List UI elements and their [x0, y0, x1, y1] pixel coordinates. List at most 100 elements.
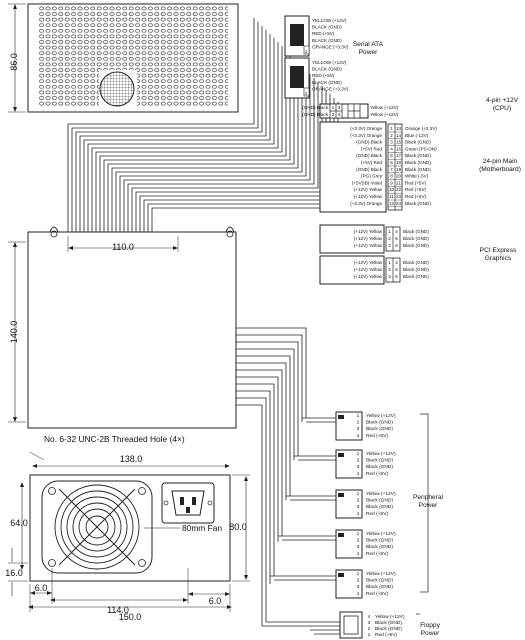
peripheral-pin-number: 1 [357, 571, 360, 577]
peripheral-pin-number: 4 [357, 591, 360, 597]
side-height-label: 140.0 [9, 321, 19, 344]
screw-span-label: 114.0 [107, 605, 129, 615]
peripheral-pin-number: 2 [357, 538, 360, 544]
floppy-group-label-line: Power [421, 630, 440, 637]
peripheral-group-label-line: Power [419, 502, 438, 509]
cpu-right-label: Yellow (+12V) [370, 112, 399, 117]
peripheral-pin-label: Yellow (+12V) [366, 531, 396, 537]
main-pin-number: 4 [390, 146, 393, 151]
molex-latch [338, 453, 344, 457]
svg-text:1: 1 [305, 91, 308, 96]
molex-latch [338, 493, 344, 497]
main-pin-number: 19 [396, 167, 402, 172]
peripheral-pin-label: Black (GND) [366, 544, 393, 550]
group-brackets [416, 413, 429, 615]
floppy-pin-label: Yellow (+12V) [375, 614, 405, 620]
peripheral-pin-label: Black (GND) [366, 584, 393, 590]
peripheral-pin-number: 2 [357, 420, 360, 426]
pcie-pin-number: 2 [388, 236, 391, 241]
pcie-right-label: Black (GND) [403, 243, 429, 248]
peripheral-pin-number: 3 [357, 504, 360, 510]
molex-latch [338, 533, 344, 537]
peripheral-pin-label: Red (+5V) [366, 591, 388, 597]
peripheral-pin-label: Red (+5V) [366, 433, 388, 439]
peripheral-pin-label: Black (GND) [366, 504, 393, 510]
cpu-connector [319, 103, 369, 119]
main-left-label: (GND) Black [356, 140, 382, 145]
peripheral-pin-label: Red (+5V) [366, 511, 388, 517]
sata-pin-label: YELLOW (+12V) [312, 60, 347, 65]
svg-text:1: 1 [305, 49, 308, 54]
peripheral-pin-number: 2 [357, 578, 360, 584]
molex-wire [294, 455, 336, 461]
fan-offset-y-label: 16.0 [5, 568, 23, 578]
main-right-label: Black (GND) [405, 167, 431, 172]
total-width-label: 150.0 [119, 612, 142, 622]
floppy-pin-number: 4 [368, 614, 371, 620]
cpu-pin-number: 2 [332, 112, 335, 117]
pcie-left-label: (+12V) Yellow [354, 260, 383, 265]
main-left-label: (PG) Grey [361, 174, 383, 179]
peripheral-pin-number: 2 [357, 498, 360, 504]
fan-mount-height-label: 64.0 [10, 518, 28, 528]
main-right-label: Red (+5V) [405, 187, 427, 192]
pcie-right-label: Black (GND) [403, 267, 429, 272]
floppy-pin-label: Black (GND) [375, 620, 402, 626]
main-right-label: Black (GND) [405, 160, 431, 165]
pcie-pin-number: 2 [388, 267, 391, 272]
top-height-dimension [8, 3, 26, 113]
main-left-label: (+5V) Red [361, 160, 383, 165]
floppy-pin-number: 1 [368, 632, 371, 638]
pcie-pin-number: 4 [395, 229, 398, 234]
sata-pin-label: BLACK (GND) [312, 25, 342, 30]
pcie-pin-number: 6 [395, 243, 398, 248]
molex-wire [270, 575, 336, 581]
sata-pin-label: ORANGE (+3.3V) [312, 86, 349, 91]
sata-pin-labels-1: YELLOW (+12V)BLACK (GND)RED (+5V)BLACK (… [312, 18, 349, 49]
top-view [27, 3, 239, 113]
main-left-label: (+3.3V) Orange [350, 133, 382, 138]
main-pin-number: 2 [390, 133, 393, 138]
molex-wire [278, 535, 336, 541]
fan-offset-x-label: 6.0 [35, 583, 48, 593]
main-pin-number: 13 [396, 126, 402, 131]
mount-width-label: 110.0 [112, 242, 134, 252]
main-pin-number: 11 [389, 194, 394, 199]
peripheral-pin-number: 1 [357, 531, 360, 537]
main-left-label: (+5V) Red [361, 146, 383, 151]
pcie-right-label: Black (GND) [403, 236, 429, 241]
peripheral-pin-number: 4 [357, 433, 360, 439]
main-pin-number: 14 [396, 133, 402, 138]
main-pin-number: 20 [396, 174, 402, 179]
main-left-label: (GND) Black [356, 153, 382, 158]
peripheral-pin-label: Black (GND) [366, 464, 393, 470]
sata-pin-label: ORANGE (+3.3V) [312, 44, 349, 49]
peripheral-pin-label: Red (+5V) [366, 471, 388, 477]
peripheral-pin-number: 3 [357, 426, 360, 432]
top-height-label: 86.0 [9, 53, 19, 71]
right-offset-label: 6.0 [209, 596, 222, 606]
main-pin-number: 17 [396, 153, 402, 158]
main-left-label: (+3.3V) Orange [350, 201, 382, 206]
side-view [27, 226, 237, 429]
pcie-right-label: Black (GND) [403, 274, 429, 279]
peripheral-pin-number: 3 [357, 544, 360, 550]
molex-latch [338, 415, 344, 419]
main-right-label: Blue (-12V) [405, 133, 429, 138]
main-right-label: Black (GND) [405, 201, 431, 206]
main-left-label: (+5VSB) Violet [352, 180, 383, 185]
main-pin-number: 8 [390, 174, 393, 179]
main-pin-number: 1 [390, 126, 393, 131]
peripheral-pin-number: 1 [357, 491, 360, 497]
pcie-group-label-line: Graphics [485, 255, 512, 262]
pcie-pin-number: 5 [395, 267, 398, 272]
peripheral-pin-label: Yellow (+12V) [366, 571, 396, 577]
main-left-label: (+12V) Yellow [354, 187, 383, 192]
main-right-label: White (-5V) [405, 174, 429, 179]
pcie-pin-number: 3 [388, 243, 391, 248]
sata-connector-1: 1 [284, 15, 310, 57]
